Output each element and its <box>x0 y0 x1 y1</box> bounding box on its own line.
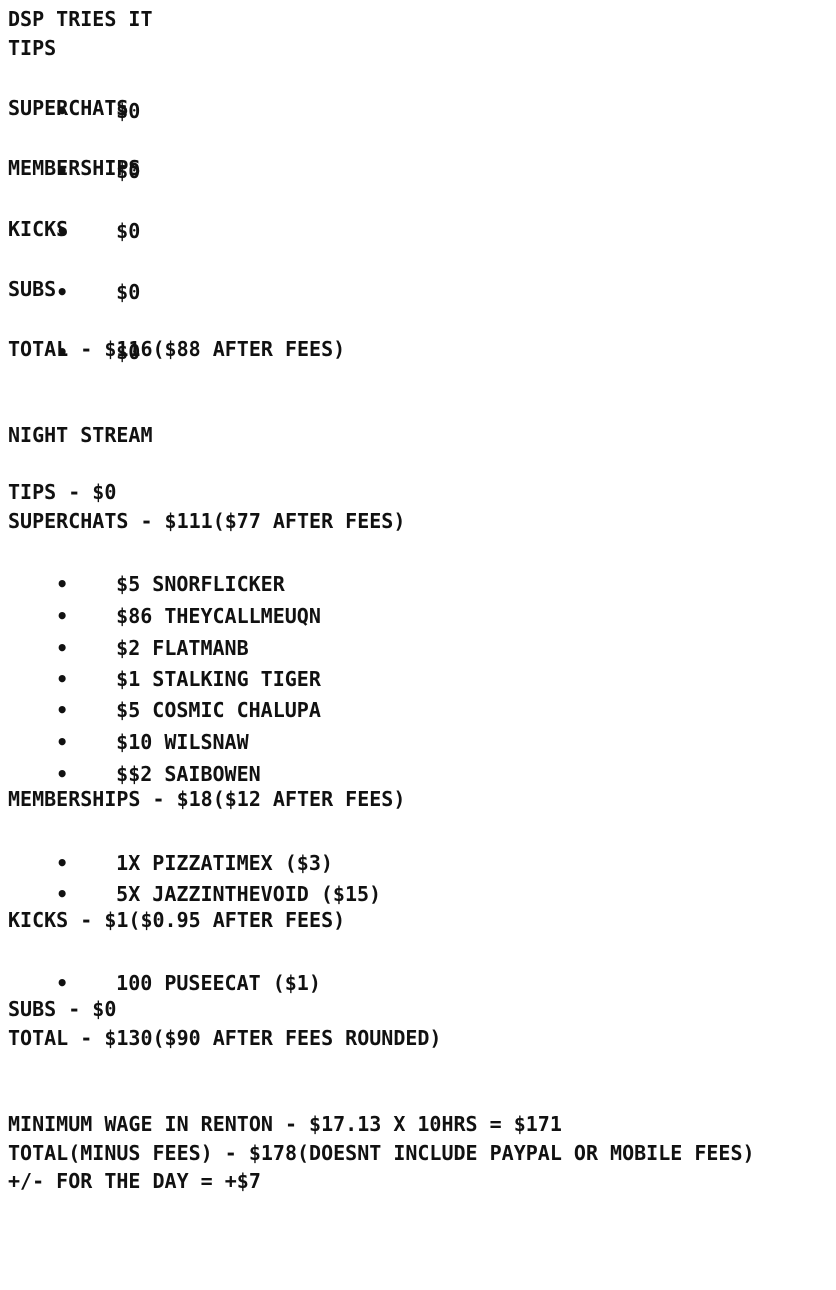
bullet-icon: • <box>56 99 69 123</box>
section1-title: DSP TRIES IT <box>8 7 153 31</box>
section2-tips: TIPS - $0 <box>8 480 117 504</box>
list-item: • 1X PIZZATIMEX ($3) <box>8 815 333 875</box>
bullet-icon: • <box>56 882 69 906</box>
section2-superchats-label: SUPERCHATS - $111($77 AFTER FEES) <box>8 509 406 533</box>
section1-superchats-label: SUPERCHATS <box>8 96 129 120</box>
list-item-text: $5 SNORFLICKER <box>116 572 285 596</box>
bullet-icon: • <box>56 280 69 304</box>
summary-total-minus-fees: TOTAL(MINUS FEES) - $178(DOESNT INCLUDE … <box>8 1141 755 1165</box>
bullet-icon: • <box>56 762 69 786</box>
list-item: • $0 <box>8 63 140 123</box>
bullet-icon: • <box>56 572 69 596</box>
section1-memberships-label: MEMBERSHIPS <box>8 156 141 180</box>
list-item: • $1 STALKING TIGER <box>8 631 321 691</box>
section1-kicks-label: KICKS <box>8 217 69 241</box>
bullet-icon: • <box>56 851 69 875</box>
list-item: • $$2 SAIBOWEN <box>8 726 261 786</box>
list-item-text: $$2 SAIBOWEN <box>116 762 261 786</box>
section2-total: TOTAL - $130($90 AFTER FEES ROUNDED) <box>8 1026 442 1050</box>
bullet-icon: • <box>56 636 69 660</box>
list-item: • $5 SNORFLICKER <box>8 536 285 596</box>
list-item: • $2 FLATMANB <box>8 600 248 660</box>
bullet-icon: • <box>56 971 69 995</box>
list-item-text: $2 FLATMANB <box>116 636 249 660</box>
bullet-icon: • <box>56 698 69 722</box>
section1-tips-label: TIPS <box>8 36 57 60</box>
section2-subs: SUBS - $0 <box>8 997 117 1021</box>
list-item-text: $10 WILSNAW <box>116 730 249 754</box>
list-item: • $10 WILSNAW <box>8 694 248 754</box>
section2-title: NIGHT STREAM <box>8 423 153 447</box>
list-item: • 5X JAZZINTHEVOID ($15) <box>8 846 381 906</box>
list-item-text: $0 <box>116 280 141 304</box>
list-item: • $0 <box>8 304 140 364</box>
list-item: • $86 THEYCALLMEUQN <box>8 568 321 628</box>
summary-min-wage: MINIMUM WAGE IN RENTON - $17.13 X 10HRS … <box>8 1112 562 1136</box>
list-item-text: $5 COSMIC CHALUPA <box>116 698 321 722</box>
section2-memberships-label: MEMBERSHIPS - $18($12 AFTER FEES) <box>8 787 406 811</box>
section1-subs-label: SUBS <box>8 277 57 301</box>
bullet-icon: • <box>56 219 69 243</box>
list-item: • $5 COSMIC CHALUPA <box>8 662 321 722</box>
bullet-icon: • <box>56 159 69 183</box>
list-item: • $0 <box>8 183 140 243</box>
bullet-icon: • <box>56 667 69 691</box>
bullet-icon: • <box>56 604 69 628</box>
list-item-text: $0 <box>116 159 141 183</box>
list-item: • $0 <box>8 123 140 183</box>
list-item-text: $0 <box>116 219 141 243</box>
list-item: • $0 <box>8 244 140 304</box>
list-item-text: 100 PUSEECAT ($1) <box>116 971 321 995</box>
list-item-text: $1 STALKING TIGER <box>116 667 321 691</box>
list-item: • 100 PUSEECAT ($1) <box>8 935 321 995</box>
list-item-text: 5X JAZZINTHEVOID ($15) <box>116 882 382 906</box>
list-item-text: $86 THEYCALLMEUQN <box>116 604 321 628</box>
summary-plus-minus: +/- FOR THE DAY = +$7 <box>8 1169 261 1193</box>
list-item-text: 1X PIZZATIMEX ($3) <box>116 851 333 875</box>
document-page: DSP TRIES IT TIPS • $0 SUPERCHATS • $0 MEM… <box>8 7 755 1193</box>
section2-kicks-label: KICKS - $1($0.95 AFTER FEES) <box>8 908 346 932</box>
list-item-text: $0 <box>116 99 141 123</box>
bullet-icon: • <box>56 730 69 754</box>
list-item-text: $0 <box>116 340 141 364</box>
section1-total: TOTAL - $116($88 AFTER FEES) <box>8 337 346 361</box>
bullet-icon: • <box>56 340 69 364</box>
